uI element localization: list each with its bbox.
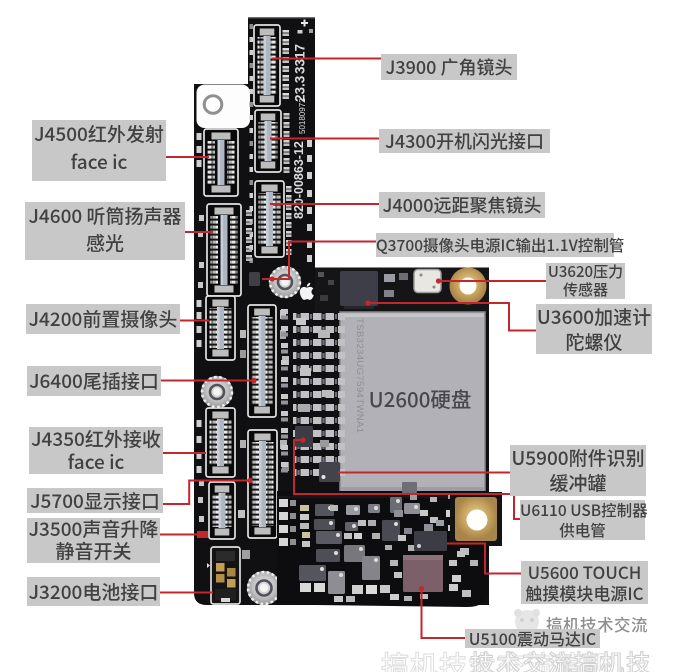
svg-text:技术交流搞机技: 技术交流搞机技 (470, 644, 652, 672)
svg-text:23.3: 23.3 (293, 75, 308, 102)
svg-text:50180972: 50180972 (298, 98, 307, 134)
svg-text:搞机技术交流搞机: 搞机技术交流搞机 (381, 645, 613, 672)
svg-text:820-00863-12: 820-00863-12 (292, 141, 306, 219)
svg-text:TSB3234UG7594TWNA1: TSB3234UG7594TWNA1 (354, 318, 365, 433)
svg-text:U2600硬盘: U2600硬盘 (369, 383, 472, 413)
